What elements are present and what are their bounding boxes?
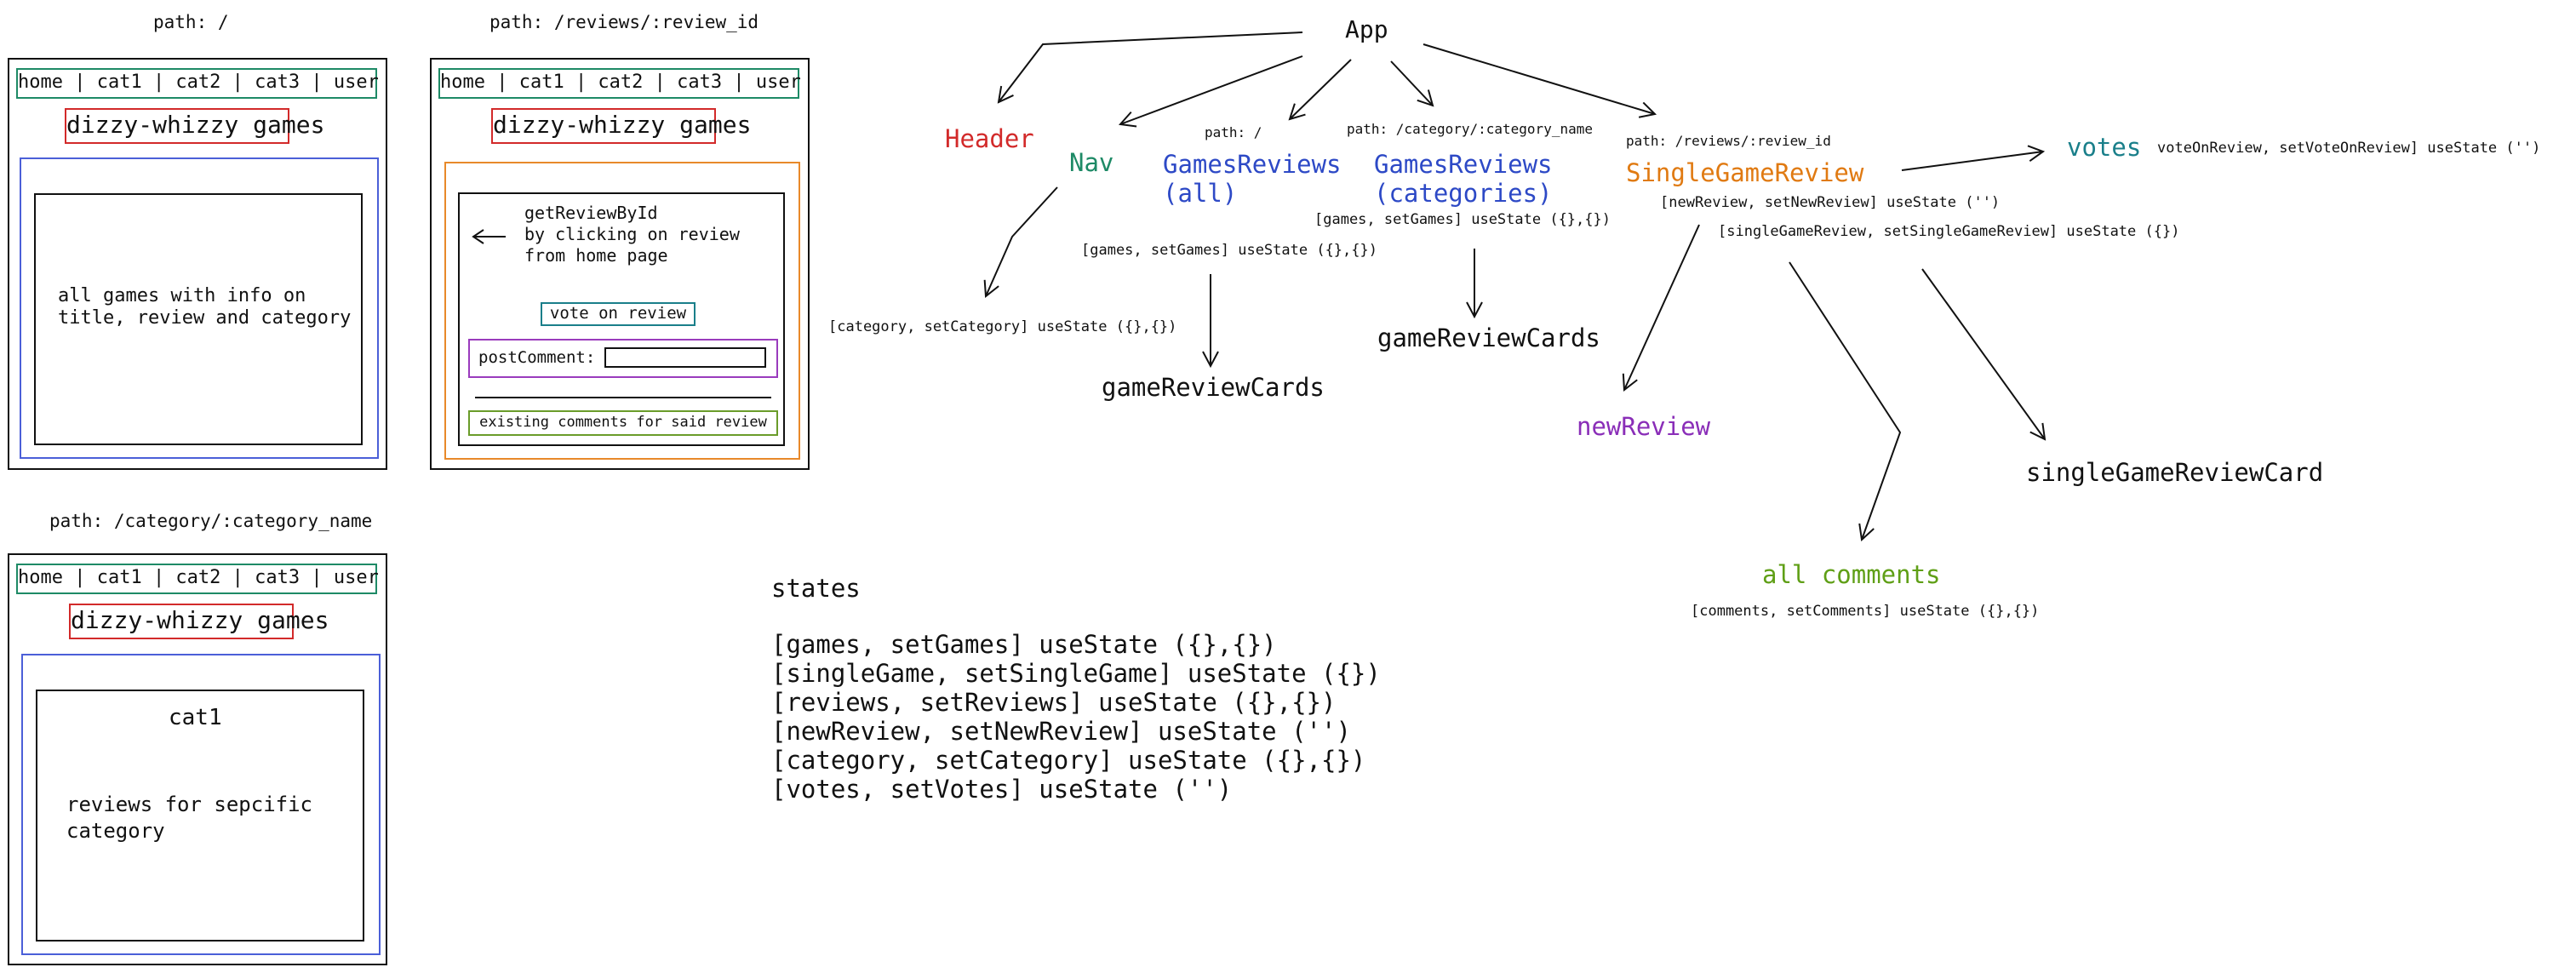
existing-comments-box: existing comments for said review xyxy=(468,410,778,436)
gamesreviews-categories-path: path: /category/:category_name xyxy=(1347,121,1593,137)
category-nav-bar: home | cat1 | cat2 | cat3 | user xyxy=(16,564,379,594)
nav-state: [category, setCategory] useState ({},{}) xyxy=(828,318,1177,335)
singlegamereview-state-newreview: [newReview, setNewReview] useState ('') xyxy=(1660,194,2001,211)
review-page-container: getReviewById by clicking on review from… xyxy=(444,162,800,460)
comments-divider xyxy=(475,397,771,398)
post-comment-input[interactable] xyxy=(604,347,766,368)
home-nav-bar: home | cat1 | cat2 | cat3 | user xyxy=(16,68,379,99)
category-path-label: path: /category/:category_name xyxy=(49,511,373,531)
category-site-title: dizzy-whizzy games xyxy=(69,604,329,639)
review-site-title: dizzy-whizzy games xyxy=(491,108,751,144)
app-node: App xyxy=(1345,15,1388,43)
post-comment-label: postComment: xyxy=(478,348,596,367)
singlegamereviewcard-node: singleGameReviewCard xyxy=(2026,458,2324,487)
home-wireframe: home | cat1 | cat2 | cat3 | user dizzy-w… xyxy=(8,58,387,470)
singlegamereview-path: path: /reviews/:review_id xyxy=(1626,133,1831,149)
vote-on-review-button[interactable]: vote on review xyxy=(541,302,696,326)
arrow-app-to-gamesreviews-all xyxy=(1290,59,1352,119)
gamesreviews-categories-state: [games, setGames] useState ({},{}) xyxy=(1314,211,1611,228)
review-wireframe: home | cat1 | cat2 | cat3 | user dizzy-w… xyxy=(430,58,810,470)
allcomments-node: all comments xyxy=(1762,560,1941,589)
newreview-node: newReview xyxy=(1577,412,1711,441)
gamesreviews-categories-node: GamesReviews (categories) xyxy=(1374,150,1553,208)
arrow-nav-to-category-state xyxy=(986,186,1058,296)
gamesreviews-categories-child: gameReviewCards xyxy=(1377,323,1600,352)
states-list: [games, setGames] useState ({},{}) [sing… xyxy=(771,630,1381,804)
singlegamereview-state-single: [singleGameReview, setSingleGameReview] … xyxy=(1718,223,2180,240)
gamesreviews-all-child: gameReviewCards xyxy=(1102,373,1325,402)
state-item: [singleGame, setSingleGame] useState ({}… xyxy=(771,659,1381,688)
header-node: Header xyxy=(945,124,1034,153)
category-wireframe: home | cat1 | cat2 | cat3 | user dizzy-w… xyxy=(8,553,387,965)
state-item: [newReview, setNewReview] useState ('') xyxy=(771,717,1351,746)
home-content-text: all games with info on title, review and… xyxy=(58,285,352,329)
allcomments-state: [comments, setComments] useState ({},{}) xyxy=(1691,603,2040,620)
states-heading: states xyxy=(771,574,861,603)
home-path-label: path: / xyxy=(153,12,229,32)
arrow-single-to-newreview xyxy=(1624,224,1700,390)
state-item: [reviews, setReviews] useState ({},{}) xyxy=(771,688,1337,717)
arrow-left-icon xyxy=(472,229,506,244)
state-item: [category, setCategory] useState ({},{}) xyxy=(771,746,1366,775)
state-item: [games, setGames] useState ({},{}) xyxy=(771,630,1277,659)
review-note-text: getReviewById by clicking on review from… xyxy=(524,203,740,266)
review-content-box: getReviewById by clicking on review from… xyxy=(458,192,785,446)
singlegamereview-node: SingleGameReview xyxy=(1626,158,1864,187)
home-site-title: dizzy-whizzy games xyxy=(65,108,324,144)
nav-node: Nav xyxy=(1069,148,1114,177)
arrow-app-to-singlegamereview xyxy=(1423,43,1655,114)
votes-node: votes xyxy=(2067,133,2142,162)
category-page-container: cat1 reviews for sepcific category xyxy=(21,654,381,955)
arrow-app-to-header xyxy=(999,31,1303,102)
review-nav-bar: home | cat1 | cat2 | cat3 | user xyxy=(438,68,801,99)
home-content-box: all games with info on title, review and… xyxy=(34,193,363,445)
arrow-app-to-nav xyxy=(1120,55,1303,124)
votes-state: voteOnReview, setVoteOnReview] useState … xyxy=(2157,140,2541,157)
state-item: [votes, setVotes] useState ('') xyxy=(771,775,1233,804)
review-path-label: path: /reviews/:review_id xyxy=(489,12,759,32)
gamesreviews-all-node: GamesReviews (all) xyxy=(1163,150,1342,208)
arrow-app-to-gamesreviews-categories xyxy=(1390,60,1433,106)
arrow-single-to-votes xyxy=(1901,152,2043,171)
gamesreviews-all-path: path: / xyxy=(1205,124,1262,140)
arrow-single-to-card xyxy=(1921,268,2045,439)
category-heading: cat1 xyxy=(169,705,222,730)
arrow-single-to-allcomments xyxy=(1789,261,1902,540)
gamesreviews-all-state: [games, setGames] useState ({},{}) xyxy=(1081,242,1377,259)
home-page-container: all games with info on title, review and… xyxy=(20,157,379,459)
post-comment-box: postComment: xyxy=(468,339,778,378)
category-content-text: reviews for sepcific category xyxy=(66,793,312,843)
category-content-box: cat1 reviews for sepcific category xyxy=(36,690,364,942)
